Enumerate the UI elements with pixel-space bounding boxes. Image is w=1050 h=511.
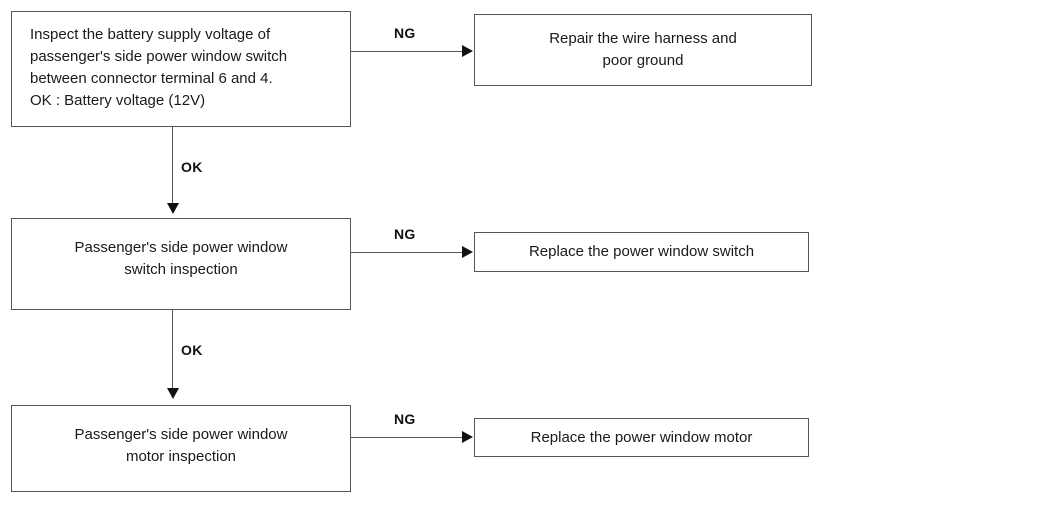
edge-line-ng-3 (351, 437, 463, 438)
node-replace-power-window-motor-text: Replace the power window motor (530, 428, 753, 446)
node-replace-power-window-motor: Replace the power window motor (474, 418, 809, 457)
node-motor-inspection-text: Passenger's side power window motor insp… (74, 426, 288, 465)
arrowhead-ok-1 (167, 203, 179, 214)
edge-line-ok-1 (172, 127, 173, 205)
node-replace-power-window-switch: Replace the power window switch (474, 232, 809, 272)
node-inspect-battery-voltage-text: Inspect the battery supply voltage of pa… (30, 26, 288, 109)
edge-label-ng-1: NG (394, 25, 416, 41)
node-motor-inspection: Passenger's side power window motor insp… (11, 405, 351, 492)
node-inspect-battery-voltage: Inspect the battery supply voltage of pa… (11, 11, 351, 127)
node-replace-power-window-switch-text: Replace the power window switch (528, 243, 755, 260)
edge-label-ok-2: OK (181, 342, 203, 358)
edge-label-ng-3: NG (394, 411, 416, 427)
edge-label-ok-1: OK (181, 159, 203, 175)
arrowhead-ng-1 (462, 45, 473, 57)
node-switch-inspection: Passenger's side power window switch ins… (11, 218, 351, 310)
node-repair-wire-harness: Repair the wire harness and poor ground (474, 14, 812, 86)
arrowhead-ng-3 (462, 431, 473, 443)
node-repair-wire-harness-text: Repair the wire harness and poor ground (549, 30, 737, 69)
edge-line-ok-2 (172, 310, 173, 390)
arrowhead-ok-2 (167, 388, 179, 399)
node-switch-inspection-text: Passenger's side power window switch ins… (74, 239, 288, 278)
edge-line-ng-1 (351, 51, 463, 52)
arrowhead-ng-2 (462, 246, 473, 258)
edge-label-ng-2: NG (394, 226, 416, 242)
edge-line-ng-2 (351, 252, 463, 253)
